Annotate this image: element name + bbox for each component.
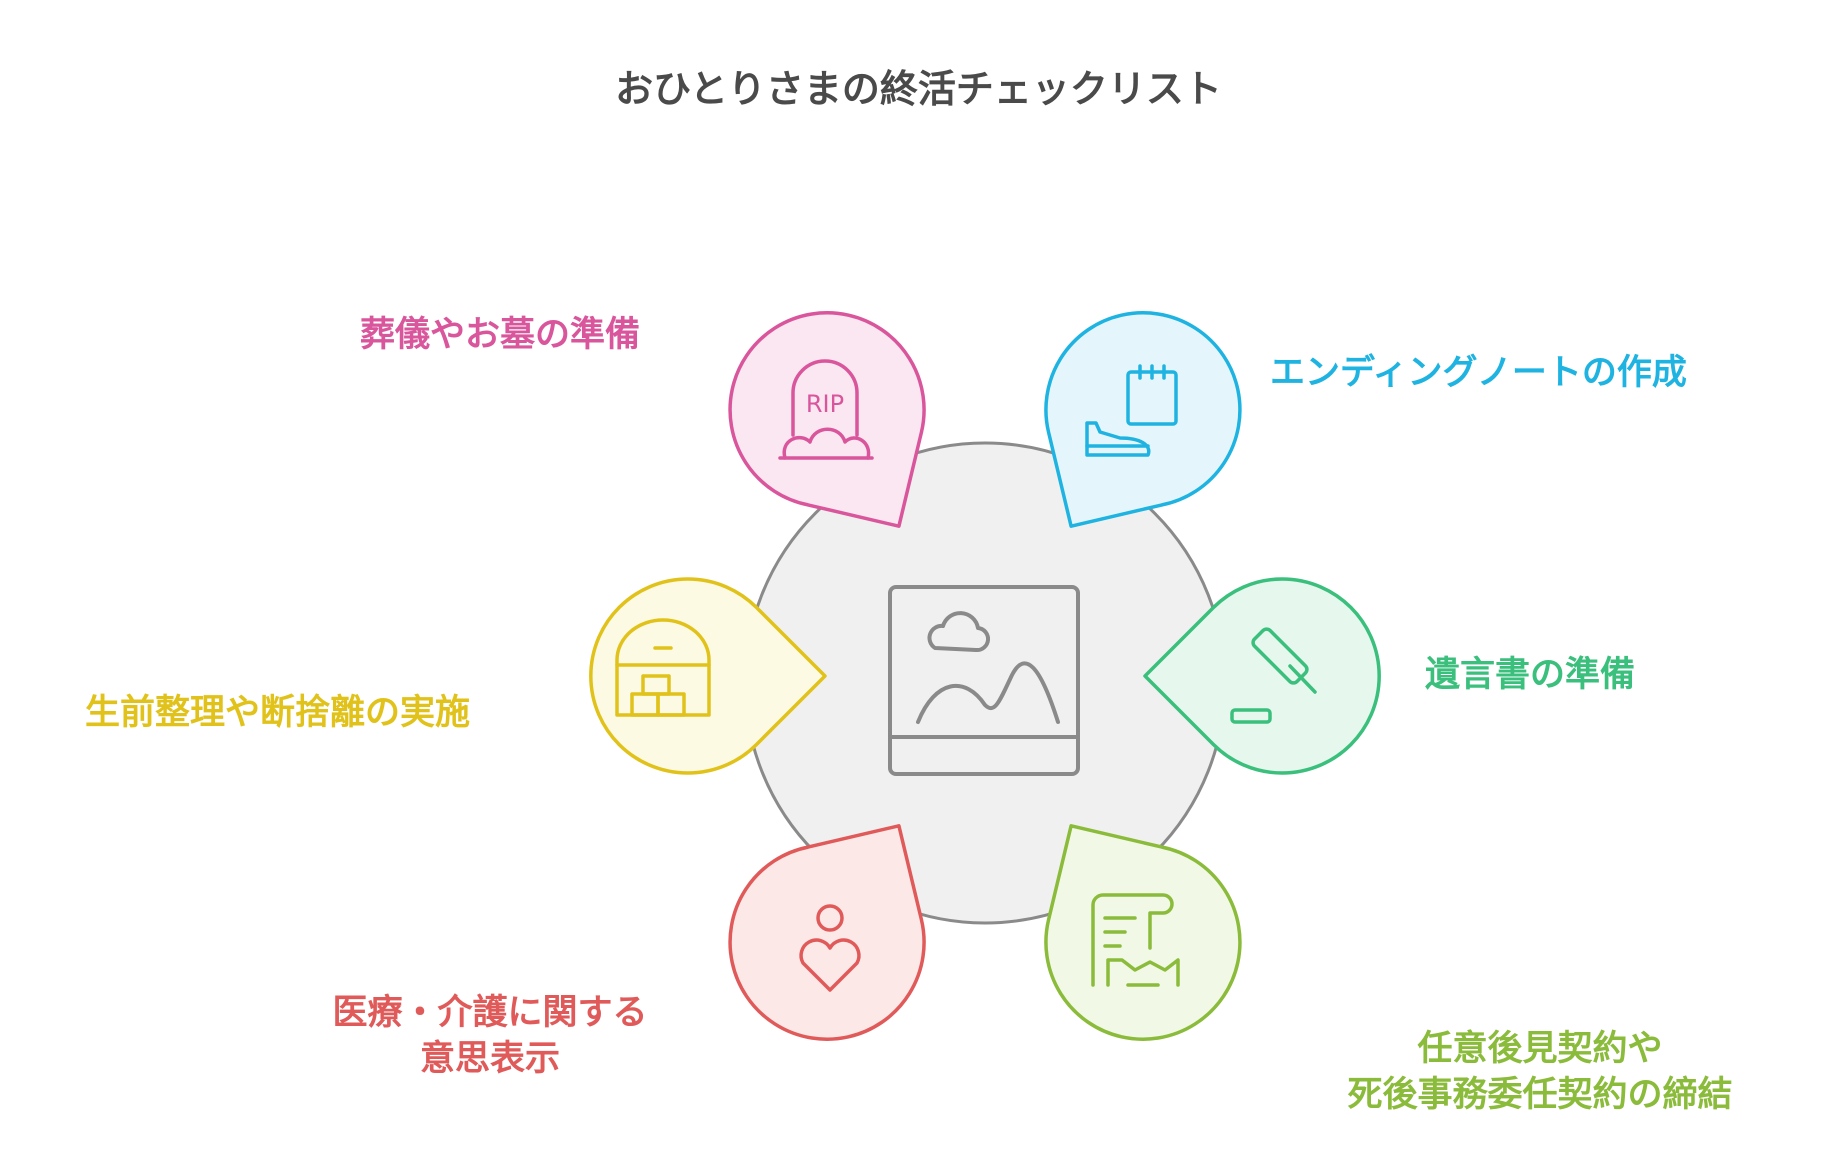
label-ending-note: エンディングノートの作成 (1270, 353, 1687, 393)
droplet-will (1143, 577, 1381, 775)
notepad-shoe-icon (1085, 364, 1178, 457)
label-will: 遺言書の準備 (1425, 655, 1636, 695)
label-medical: 医療・介護に関する 意思表示 (290, 990, 690, 1082)
contract-handshake-icon (1091, 893, 1180, 987)
label-medical-line-2: 意思表示 (419, 1039, 560, 1079)
label-contract-line-1: 任意後見契約や (1417, 1029, 1663, 1069)
node-funeral: RIP (728, 311, 926, 528)
node-contract (1044, 824, 1242, 1041)
warehouse-boxes-icon (615, 618, 711, 717)
node-note (1044, 311, 1242, 528)
person-heart-icon (799, 904, 861, 992)
node-medical (728, 824, 926, 1041)
label-medical-line-1: 医療・介護に関する (332, 993, 648, 1033)
label-funeral: 葬儀やお墓の準備 (360, 315, 641, 355)
label-contract-line-2: 死後事務委任契約の締結 (1347, 1075, 1733, 1115)
droplet-contract (1044, 824, 1242, 1041)
rip-gravestone-icon: RIP (778, 359, 874, 460)
label-tidy: 生前整理や断捨離の実施 (85, 693, 471, 733)
droplet-funeral (728, 311, 926, 528)
node-will (1143, 577, 1381, 775)
droplet-medical (728, 824, 926, 1041)
node-tidy (589, 577, 827, 775)
label-contract: 任意後見契約や 死後事務委任契約の締結 (1280, 1026, 1800, 1118)
droplet-note (1044, 311, 1242, 528)
page-title: おひとりさまの終活チェックリスト (615, 67, 1222, 111)
svg-text:RIP: RIP (806, 390, 844, 418)
image-placeholder-icon (888, 585, 1080, 776)
gavel-icon (1230, 627, 1317, 724)
